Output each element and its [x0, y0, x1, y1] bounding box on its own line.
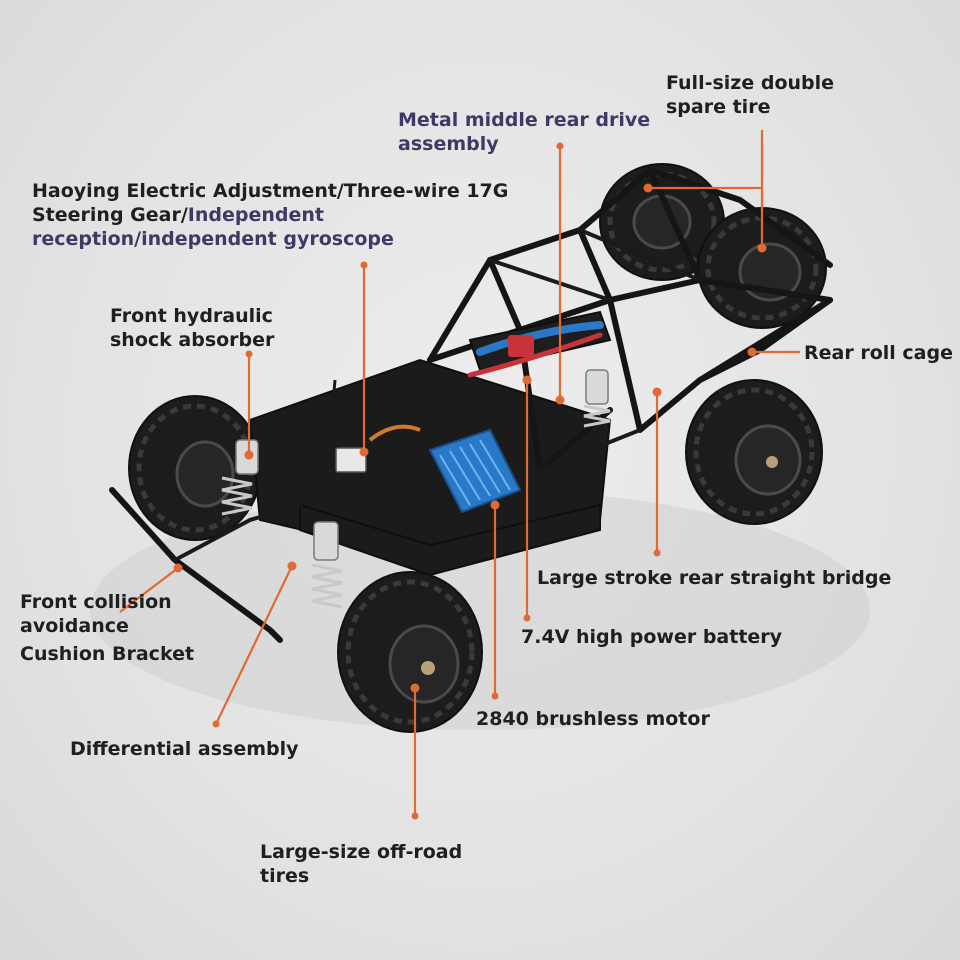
callout-rear-drive: Metal middle rear drive assembly	[398, 108, 650, 156]
callout-differential: Differential assembly	[70, 737, 299, 761]
callout-rear-bridge: Large stroke rear straight bridge	[537, 566, 891, 590]
callout-front-shock-line1: Front hydraulic	[110, 305, 273, 327]
callout-front-shock-line2: shock absorber	[110, 329, 275, 351]
callout-front-collision-line1: Front collision	[20, 591, 172, 613]
leader-lines	[119, 130, 800, 820]
callout-steering-line2: Steering Gear/Independent	[32, 203, 508, 227]
callout-steering-line2a: Steering Gear/	[32, 204, 188, 226]
brushless-motor	[428, 428, 522, 514]
rear-shock	[583, 369, 611, 428]
battery-pack	[467, 310, 612, 378]
callout-rear-drive-line2: assembly	[398, 133, 499, 155]
callout-battery: 7.4V high power battery	[521, 625, 782, 649]
callout-front-collision-line3: Cushion Bracket	[20, 643, 195, 665]
callout-spare-tire: Full-size double spare tire	[666, 71, 834, 119]
callout-steering-line2b: Independent	[187, 204, 324, 226]
callout-rear-roll-cage: Rear roll cage	[804, 341, 953, 365]
callout-steering-line3: reception/independent gyroscope	[32, 228, 394, 250]
callout-front-shock: Front hydraulic shock absorber	[110, 304, 274, 352]
callout-rear-roll-cage-text: Rear roll cage	[804, 342, 953, 364]
callout-motor-text: 2840 brushless motor	[476, 708, 710, 730]
callout-motor: 2840 brushless motor	[476, 707, 710, 731]
rear-right-tire	[685, 379, 823, 525]
callout-spare-tire-line1: Full-size double	[666, 72, 835, 94]
callout-offroad-tires: Large-size off-road tires	[260, 840, 462, 888]
callout-steering-line1: Haoying Electric Adjustment/Three-wire 1…	[32, 180, 509, 202]
callout-spare-tire-line2: spare tire	[666, 96, 771, 118]
callout-offroad-tires-line1: Large-size off-road	[260, 841, 463, 863]
callout-offroad-tires-line2: tires	[260, 865, 310, 887]
steering-receiver	[328, 379, 421, 473]
callout-battery-text: 7.4V high power battery	[521, 626, 783, 648]
front-bumper	[109, 487, 283, 643]
callout-front-collision-line2: avoidance	[20, 615, 129, 637]
callout-rear-drive-line1: Metal middle rear drive	[398, 109, 651, 131]
front-shock-right	[311, 521, 343, 609]
callout-steering-gear: Haoying Electric Adjustment/Three-wire 1…	[32, 179, 508, 251]
callout-rear-bridge-text: Large stroke rear straight bridge	[537, 567, 892, 589]
callout-differential-text: Differential assembly	[70, 738, 299, 760]
front-right-tire	[337, 571, 483, 733]
ground-shadow	[90, 490, 870, 730]
callout-front-collision: Front collision avoidance Cushion Bracke…	[20, 590, 194, 666]
